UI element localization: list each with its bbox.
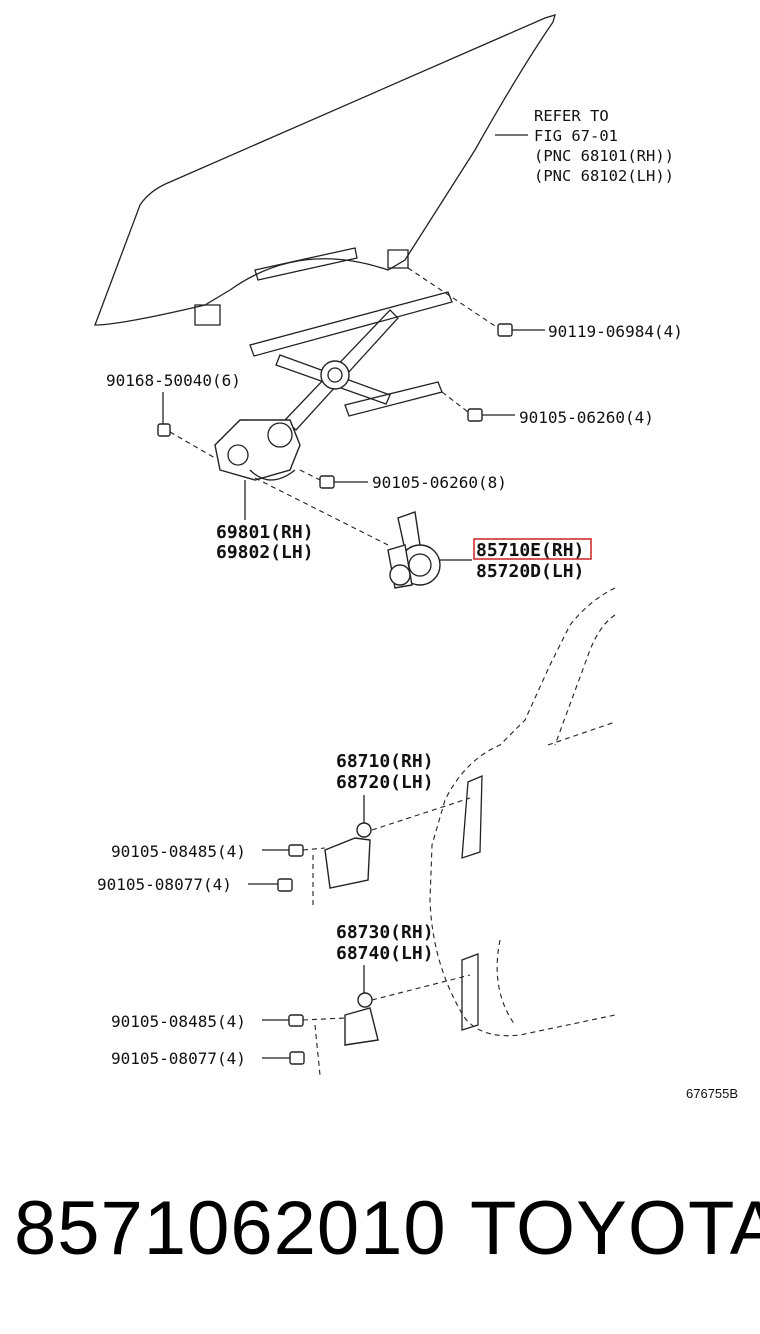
highlight-box [473, 538, 592, 560]
label-lower-bolt-a[interactable]: 90105-08485(4) [111, 1012, 246, 1031]
leader-lines-upper [162, 267, 545, 561]
label-bolt-rail[interactable]: 90105-06260(4) [519, 408, 654, 427]
label-upper-bolt-b[interactable]: 90105-08077(4) [97, 875, 232, 894]
regulator-motor [387, 511, 441, 589]
hinge-bolt-icon [277, 844, 305, 1065]
refer-line-2: FIG 67-01 [534, 127, 618, 145]
figure-code: 676755B [686, 1086, 738, 1101]
label-bolt-upper-left[interactable]: 90168-50040(6) [106, 371, 241, 390]
label-upper-hinge-lh[interactable]: 68720(LH) [336, 772, 434, 793]
label-motor-lh[interactable]: 85720D(LH) [476, 561, 584, 582]
refer-line-3: (PNC 68101(RH)) [534, 147, 674, 165]
label-lower-bolt-b[interactable]: 90105-08077(4) [111, 1049, 246, 1068]
refer-line-1: REFER TO [534, 107, 609, 125]
parts-diagram: REFER TO FIG 67-01 (PNC 68101(RH)) (PNC … [94, 14, 738, 1101]
label-regulator-lh[interactable]: 69802(LH) [216, 542, 314, 563]
label-upper-hinge-rh[interactable]: 68710(RH) [336, 751, 434, 772]
label-regulator-rh[interactable]: 69801(RH) [216, 522, 314, 543]
car-body [429, 587, 616, 1037]
leader-lines-lower [248, 795, 471, 1076]
bolt-icon [157, 323, 513, 489]
label-lower-hinge-lh[interactable]: 68740(LH) [336, 943, 434, 964]
label-bolt-regulator[interactable]: 90105-06260(8) [372, 473, 507, 492]
window-regulator [214, 291, 453, 481]
label-motor-rh[interactable]: 85710E(RH) [476, 540, 584, 561]
brand-name: TOYOTA [470, 1186, 760, 1271]
refer-line-4: (PNC 68102(LH)) [534, 167, 674, 185]
upper-hinge [324, 822, 372, 889]
lower-hinge [344, 992, 379, 1046]
door-glass [94, 14, 556, 326]
label-lower-hinge-rh[interactable]: 68730(RH) [336, 922, 434, 943]
part-number: 8571062010 [14, 1186, 447, 1271]
label-bolt-glass[interactable]: 90119-06984(4) [548, 322, 683, 341]
footer: 8571062010 TOYOTA [0, 1185, 760, 1285]
label-upper-bolt-a[interactable]: 90105-08485(4) [111, 842, 246, 861]
